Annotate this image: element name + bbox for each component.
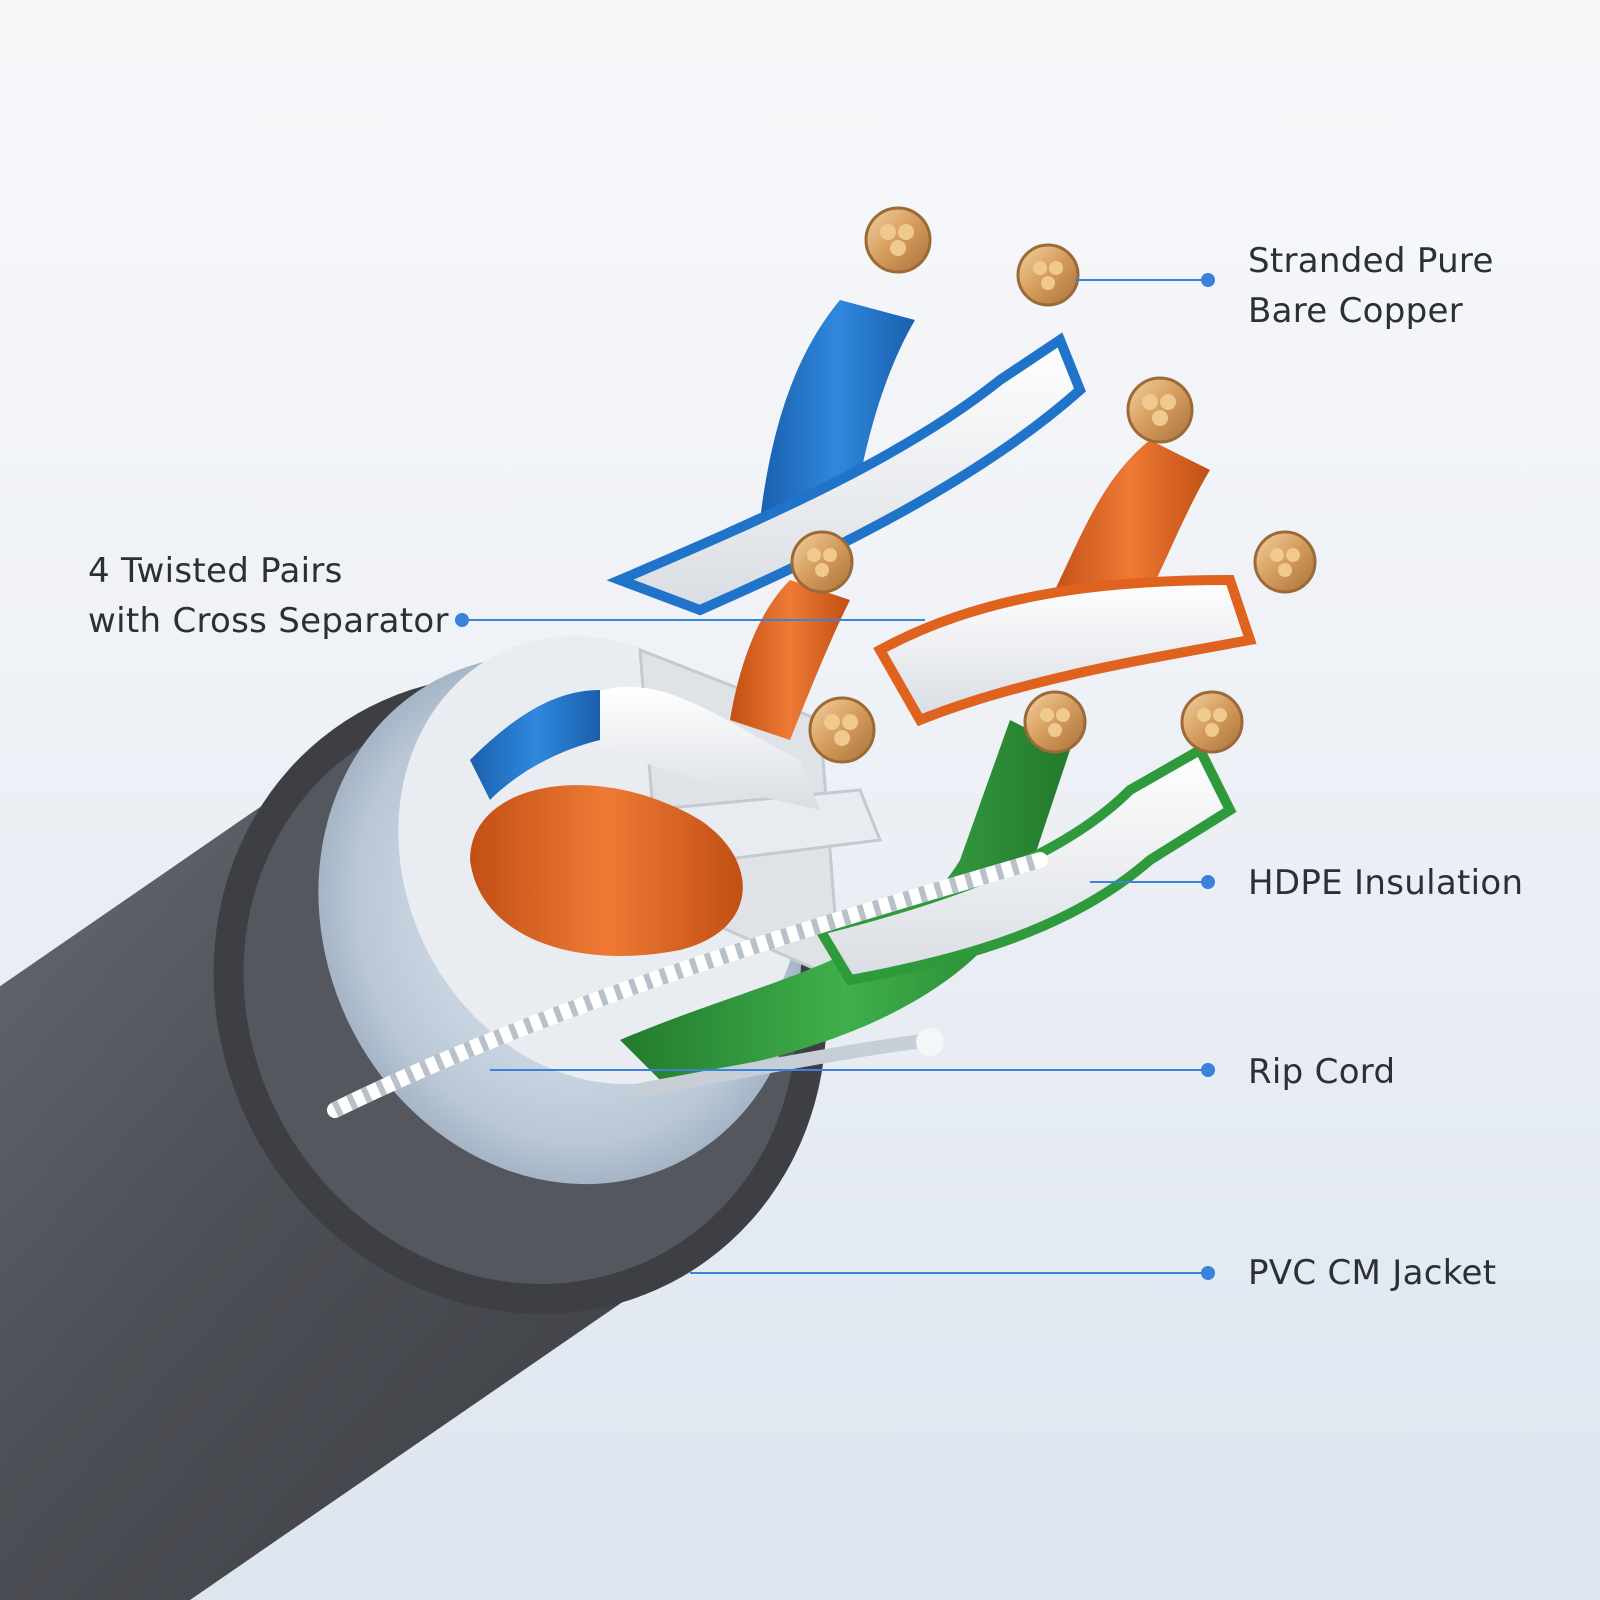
leader-ripcord-dot <box>1201 1063 1215 1077</box>
label-jacket: PVC CM Jacket <box>1248 1248 1496 1298</box>
label-insulation: HDPE Insulation <box>1248 858 1523 908</box>
copper-tip-green <box>1023 690 1087 754</box>
label-copper-line2: Bare Copper <box>1248 291 1464 331</box>
label-ripcord-text: Rip Cord <box>1248 1052 1396 1092</box>
leader-pairs-dot <box>455 613 469 627</box>
copper-tip-orange <box>1126 376 1194 444</box>
copper-tip-white-front <box>808 696 876 764</box>
leader-jacket-dot <box>1201 1266 1215 1280</box>
copper-tip-blue <box>864 206 932 274</box>
label-pairs-line1: 4 Twisted Pairs <box>88 551 343 591</box>
label-pairs: 4 Twisted Pairs with Cross Separator <box>88 546 449 646</box>
leader-insulation-dot <box>1201 875 1215 889</box>
label-copper-line1: Stranded Pure <box>1248 241 1494 281</box>
copper-tip-blue-white <box>1016 243 1080 307</box>
rip-cord <box>327 852 1048 1118</box>
copper-tip-green-white <box>1180 690 1244 754</box>
label-pairs-line2: with Cross Separator <box>88 601 449 641</box>
leader-copper-dot <box>1201 273 1215 287</box>
label-ripcord: Rip Cord <box>1248 1047 1395 1097</box>
leader-lines <box>455 273 1215 1280</box>
copper-tip-orange-front <box>790 530 854 594</box>
label-copper: Stranded Pure Bare Copper <box>1248 236 1494 336</box>
label-insulation-text: HDPE Insulation <box>1248 863 1524 903</box>
copper-tip-orange-white <box>1253 530 1317 594</box>
label-jacket-text: PVC CM Jacket <box>1248 1253 1497 1293</box>
copper-conductors <box>790 206 1317 764</box>
